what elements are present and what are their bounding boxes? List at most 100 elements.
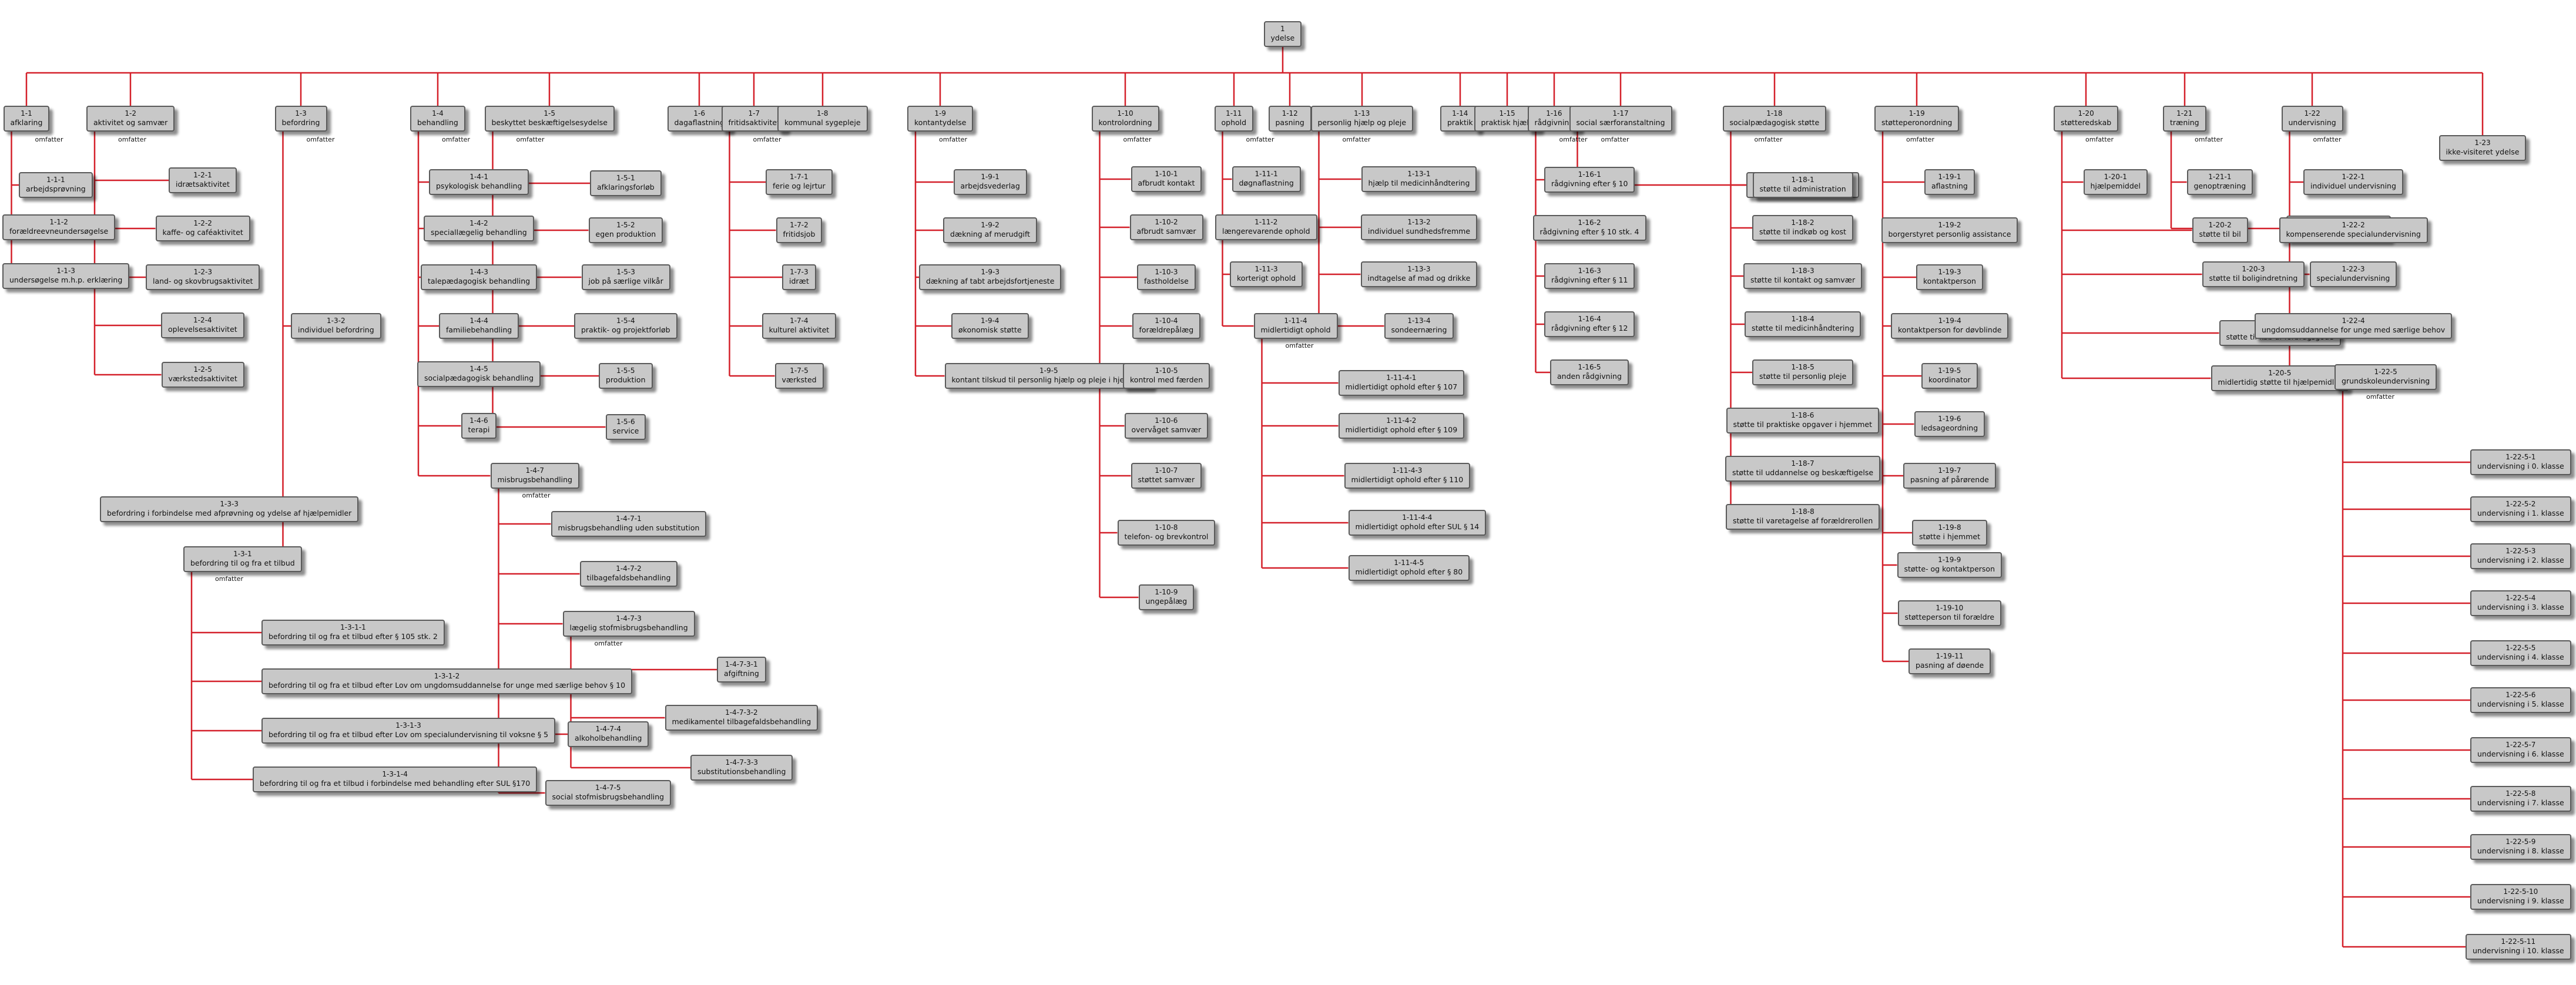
node-label: individuel befordring xyxy=(298,325,374,334)
node-label: hjælp til medicinhåndtering xyxy=(1368,179,1470,187)
node-code: 1-10-4 xyxy=(1155,317,1178,325)
node-label: praktik xyxy=(1447,118,1473,127)
omfatter-label: omfatter xyxy=(2366,393,2394,401)
node-code: 1-22-5-2 xyxy=(2505,500,2536,508)
node-label: arbejdsprøvning xyxy=(26,184,86,193)
node-code: 1-3-1-1 xyxy=(340,623,366,631)
node-label: borgerstyret personlig assistance xyxy=(1888,230,2011,238)
node-code: 1-22-4 xyxy=(2342,317,2365,325)
node-label: ferie og lejrtur xyxy=(773,181,826,190)
node-label: støtte til praktiske opgaver i hjemmet xyxy=(1733,420,1873,429)
node-label: grundskoleundervisning xyxy=(2342,376,2430,385)
node-label: familiebehandling xyxy=(446,325,512,334)
node-code: 1-22-5-3 xyxy=(2505,547,2536,555)
node-code: 1-13 xyxy=(1354,109,1370,117)
node-label: idrætsaktivitet xyxy=(176,180,230,189)
node-label: kontrolordning xyxy=(1098,118,1152,127)
node-code: 1-22-5-4 xyxy=(2505,594,2536,602)
node-code: 1-7-4 xyxy=(790,317,809,325)
node-label: midlertidigt ophold efter § 107 xyxy=(1345,382,1458,391)
node-code: 1-10-8 xyxy=(1155,523,1178,532)
node-label: kontaktperson xyxy=(1923,277,1976,285)
node-label: undervisning i 4. klasse xyxy=(2477,653,2564,661)
node-label: afbrudt kontakt xyxy=(1138,179,1195,187)
node-code: 1-20-1 xyxy=(2104,173,2127,181)
node-code: 1-11-4-3 xyxy=(1392,466,1423,475)
node-code: 1-22-5-7 xyxy=(2505,741,2536,749)
node-label: arbejdsvederlag xyxy=(960,181,1020,190)
node-label: midlertidigt ophold efter § 110 xyxy=(1351,475,1464,484)
node-label: ophold xyxy=(1221,118,1247,127)
node-code: 1-12 xyxy=(1282,109,1298,117)
node-label: støtte til varetagelse af forældrerollen xyxy=(1733,516,1873,525)
node-label: rådgivning efter § 11 xyxy=(1551,275,1628,284)
node-code: 1-22-5-1 xyxy=(2505,453,2536,461)
node-label: praktik- og projektforløb xyxy=(581,325,670,334)
node-label: pasning xyxy=(1275,118,1304,127)
node-code: 1-10-3 xyxy=(1155,268,1178,276)
node-label: korterigt ophold xyxy=(1237,274,1296,283)
node-label: undervisning xyxy=(2288,118,2336,127)
node-code: 1-19-4 xyxy=(1938,317,1961,325)
node-label: midlertidigt ophold xyxy=(1260,325,1331,334)
node-label: alkoholbehandling xyxy=(575,734,642,742)
node-code: 1-16-3 xyxy=(1578,267,1601,275)
node-label: socialpædagogisk behandling xyxy=(424,374,534,382)
node-label: individuel undervisning xyxy=(2310,181,2396,190)
node-label: afbrudt samvær xyxy=(1136,227,1196,236)
node-code: 1-11-1 xyxy=(1255,170,1278,178)
node-label: støtte til boligindretning xyxy=(2209,274,2298,283)
node-code: 1-21 xyxy=(2176,109,2193,117)
node-label: forældreevneundersøgelse xyxy=(9,227,109,236)
node-label: rådgivning efter § 10 stk. 4 xyxy=(1539,227,1639,236)
node-code: 1-11-2 xyxy=(1255,218,1278,226)
node-code: 1-19-1 xyxy=(1938,173,1961,181)
node-code: 1-3-3 xyxy=(220,500,239,508)
node-label: dagaflastning xyxy=(674,118,724,127)
omfatter-label: omfatter xyxy=(1342,136,1371,143)
node-code: 1-22-5 xyxy=(2374,368,2397,376)
node-code: 1-4-4 xyxy=(469,317,488,325)
node-code: 1-18-1 xyxy=(1791,176,1814,184)
node-code: 1-18 xyxy=(1766,109,1783,117)
node-code: 1-3-2 xyxy=(327,317,346,325)
node-code: 1-10-2 xyxy=(1155,218,1178,226)
node-label: psykologisk behandling xyxy=(436,181,522,190)
node-code: 1-19 xyxy=(1908,109,1925,117)
node-label: genoptræning xyxy=(2193,181,2246,190)
